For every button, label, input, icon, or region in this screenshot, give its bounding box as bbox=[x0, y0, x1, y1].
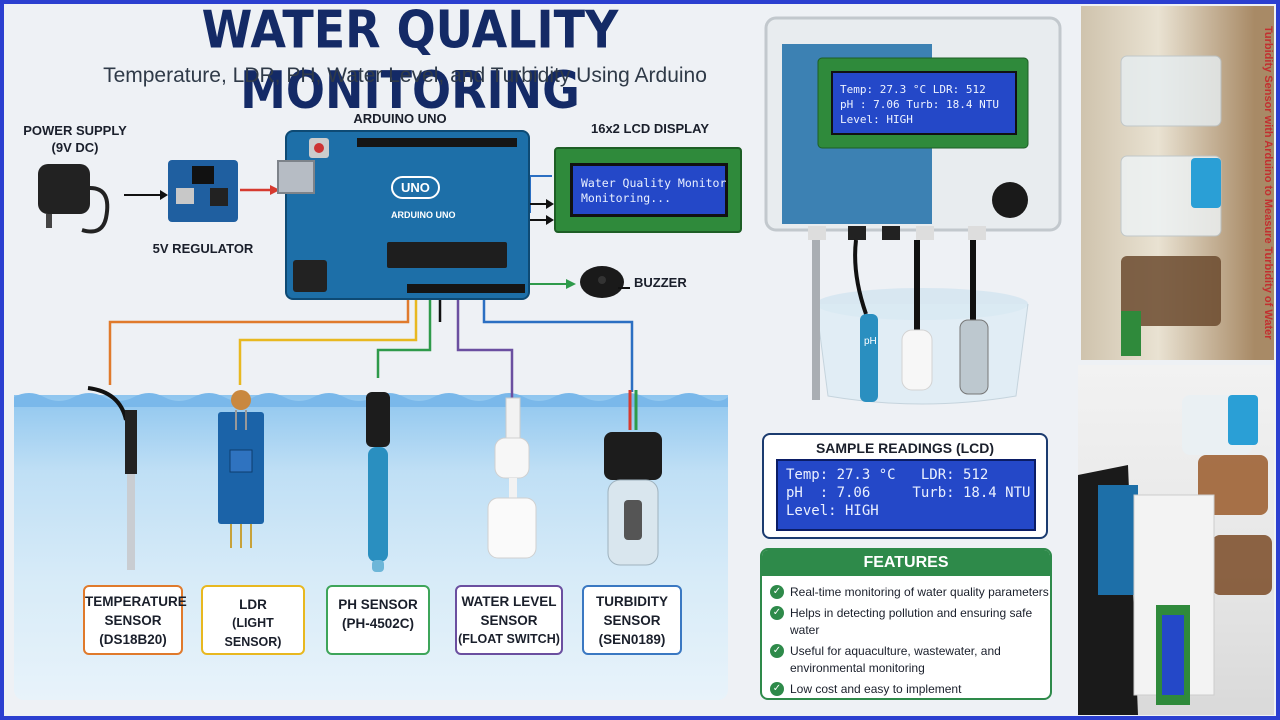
sensor-name: TURBIDITY bbox=[596, 594, 668, 609]
feature-item: ✓ Real-time monitoring of water quality … bbox=[762, 584, 1050, 601]
regulator-label: 5V REGULATOR bbox=[152, 241, 254, 256]
enclosure-lcd-line-1: Temp: 27.3 °C LDR: 512 bbox=[840, 83, 986, 96]
enclosure-photo: Temp: 27.3 °C LDR: 512 pH : 7.06 Turb: 1… bbox=[764, 16, 1062, 405]
check-icon: ✓ bbox=[770, 644, 784, 658]
features-title: FEATURES bbox=[762, 550, 1050, 576]
reset-button bbox=[309, 138, 329, 158]
sensor-line-2: SENSOR bbox=[603, 613, 661, 628]
sensor-name: WATER LEVEL bbox=[461, 594, 557, 609]
readings-line-1: Temp: 27.3 °C LDR: 512 bbox=[786, 467, 989, 483]
turbidity-jars-photo bbox=[1081, 6, 1274, 360]
arduino-uno-board: UNO ARDUINO UNO bbox=[277, 130, 530, 300]
buzzer-icon bbox=[580, 266, 630, 298]
arduino-label: ARDUINO UNO bbox=[353, 111, 447, 126]
sample-readings-panel: SAMPLE READINGS (LCD) Temp: 27.3 °C LDR:… bbox=[762, 433, 1048, 539]
check-icon: ✓ bbox=[770, 585, 784, 599]
feature-text: Useful for aquaculture, wastewater, and … bbox=[790, 644, 1001, 675]
microcontroller-chip bbox=[387, 242, 507, 268]
readings-line-3: Level: HIGH bbox=[786, 503, 879, 519]
power-supply-label: POWER SUPPLY (9V DC) bbox=[20, 122, 130, 156]
lcd-label: 16x2 LCD DISPLAY bbox=[590, 121, 709, 136]
regulator-board-icon bbox=[168, 160, 238, 222]
buzzer-label: BUZZER bbox=[634, 275, 687, 290]
sensor-line-3: (DS18B20) bbox=[99, 632, 167, 647]
sensor-name: PH SENSOR bbox=[338, 597, 418, 612]
digital-header bbox=[357, 138, 517, 147]
page-title: WATER QUALITY MONITORING bbox=[201, 0, 619, 121]
feature-item: ✓ Low cost and easy to implement bbox=[762, 681, 1050, 698]
feature-item: ✓ Helps in detecting pollution and ensur… bbox=[762, 605, 1050, 639]
feature-text: Helps in detecting pollution and ensurin… bbox=[790, 606, 1033, 637]
power-adapter-icon bbox=[38, 164, 110, 234]
page-subtitle: Temperature, LDR, PH, Water Level, and T… bbox=[103, 64, 707, 87]
sensor-line-2: (PH-4502C) bbox=[341, 616, 415, 631]
wiring-diagram bbox=[87, 175, 662, 572]
sensor-name: LDR bbox=[239, 597, 267, 612]
arduino-logo: UNO bbox=[391, 176, 475, 206]
sensor-box-water-level: WATER LEVEL SENSOR (FLOAT SWITCH) bbox=[455, 585, 563, 655]
readings-line-2: pH : 7.06 Turb: 18.4 NTU bbox=[786, 485, 1031, 501]
power-jack bbox=[293, 260, 327, 292]
sensor-box-ldr: LDR (LIGHT SENSOR) bbox=[201, 585, 305, 655]
analog-header bbox=[407, 284, 525, 293]
features-panel: FEATURES ✓ Real-time monitoring of water… bbox=[760, 548, 1052, 700]
feature-text: Low cost and easy to implement bbox=[790, 682, 962, 696]
sensor-line-3: (FLOAT SWITCH) bbox=[458, 632, 560, 646]
sensor-name: TEMPERATURE bbox=[85, 594, 187, 609]
sample-readings-screen: Temp: 27.3 °C LDR: 512 pH : 7.06 Turb: 18… bbox=[776, 459, 1036, 531]
feature-item: ✓ Useful for aquaculture, wastewater, an… bbox=[762, 643, 1050, 677]
sensor-box-temperature: TEMPERATURE SENSOR (DS18B20) bbox=[83, 585, 187, 655]
arduino-board-text: ARDUINO UNO bbox=[391, 210, 456, 220]
sample-readings-title: SAMPLE READINGS (LCD) bbox=[815, 440, 995, 456]
lcd-line-2: Monitoring... bbox=[581, 191, 672, 205]
check-icon: ✓ bbox=[770, 682, 784, 696]
sensor-line-3: (SEN0189) bbox=[598, 632, 666, 647]
usb-port bbox=[277, 160, 315, 194]
power-supply-spec: (9V DC) bbox=[51, 140, 99, 155]
lcd-line-1: Water Quality Monitor bbox=[581, 176, 727, 190]
breadboard-setup-photo bbox=[1078, 365, 1274, 715]
sensor-box-turbidity: TURBIDITY SENSOR (SEN0189) bbox=[582, 585, 682, 655]
enclosure-lcd-line-2: pH : 7.06 Turb: 18.4 NTU bbox=[840, 98, 999, 111]
power-supply-title: POWER SUPPLY bbox=[23, 123, 127, 138]
sensor-line-2: (LIGHT SENSOR) bbox=[224, 616, 282, 649]
enclosure-lcd-line-3: Level: HIGH bbox=[840, 113, 913, 126]
check-icon: ✓ bbox=[770, 606, 784, 620]
feature-text: Real-time monitoring of water quality pa… bbox=[790, 585, 1049, 599]
sensor-box-ph: PH SENSOR (PH-4502C) bbox=[326, 585, 430, 655]
arduino-logo-text: UNO bbox=[391, 176, 440, 199]
sensor-line-2: SENSOR bbox=[480, 613, 538, 628]
sensor-line-2: SENSOR bbox=[104, 613, 162, 628]
enclosure-ph-label: pH bbox=[864, 336, 877, 347]
photo-caption: Turbidity Sensor with Arduino to Measure… bbox=[1262, 26, 1274, 340]
